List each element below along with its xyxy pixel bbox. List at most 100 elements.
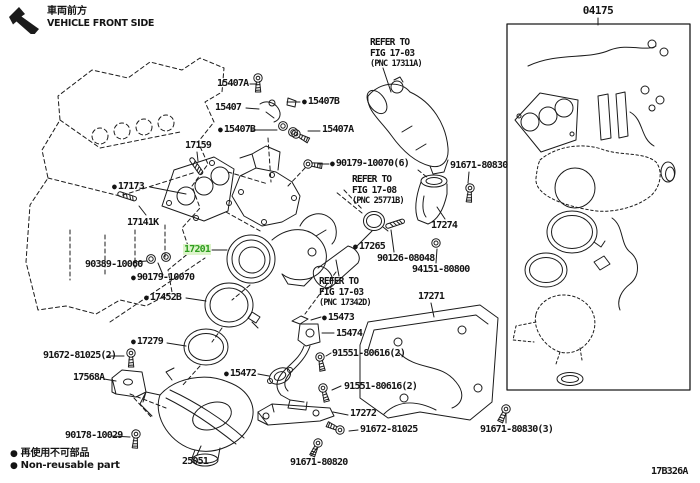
part-number-text: 17201 bbox=[183, 244, 212, 255]
clamp-ring-drawing bbox=[204, 282, 261, 329]
outlet-tube-drawing bbox=[312, 211, 406, 289]
gasket-kit-box bbox=[506, 23, 691, 391]
part-number-text: 91671-80820 bbox=[290, 457, 348, 468]
non-reusable-bullet: ● bbox=[224, 369, 229, 378]
part-number-text: 90389-10060 bbox=[85, 259, 143, 270]
part-label-91551-80616-2a[interactable]: 91551-80616(2) bbox=[332, 348, 406, 359]
label-leader-lines bbox=[103, 17, 599, 457]
non-reusable-bullet: ● bbox=[353, 242, 358, 251]
part-label-17201[interactable]: 17201 bbox=[183, 244, 212, 255]
vehicle-front-label-jp: 車両前方 bbox=[47, 6, 87, 17]
non-reusable-bullet: ● bbox=[302, 97, 307, 106]
part-label-15472[interactable]: ●15472 bbox=[224, 368, 257, 379]
part-label-91551-80616-2b[interactable]: 91551-80616(2) bbox=[344, 381, 418, 392]
part-label-94151-80800[interactable]: 94151-80800 bbox=[412, 264, 470, 275]
part-label-91671-80830[interactable]: 91671-80830 bbox=[450, 160, 508, 171]
part-label-15407B-left[interactable]: ●15407B bbox=[218, 124, 256, 135]
part-label-90179-10070-6[interactable]: ●90179-10070(6) bbox=[330, 158, 410, 169]
oring-drawing bbox=[183, 328, 229, 366]
part-number-text: 17173 bbox=[117, 181, 145, 192]
manifold-gasket-drawing bbox=[161, 156, 235, 222]
part-label-25051[interactable]: 25051 bbox=[182, 456, 209, 467]
non-reusable-bullet: ● bbox=[10, 449, 18, 459]
part-number-text: 17272 bbox=[350, 408, 377, 419]
part-label-04175[interactable]: 04175 bbox=[582, 4, 614, 17]
part-label-15407A-right[interactable]: 15407A bbox=[322, 124, 354, 135]
part-label-90389-10060[interactable]: 90389-10060 bbox=[85, 259, 143, 270]
part-number-text: 91551-80616(2) bbox=[344, 381, 418, 392]
refer-note-line: FIG 17-03 bbox=[370, 47, 415, 59]
pipe-bracket-drawing bbox=[267, 315, 321, 411]
non-reusable-bullet: ● bbox=[131, 337, 136, 346]
part-label-17274[interactable]: 17274 bbox=[431, 220, 458, 231]
part-number-text: 17279 bbox=[136, 336, 164, 347]
refer-note-line: (PNC 17342D) bbox=[319, 298, 372, 308]
non-reusable-legend: ●再使用不可部品 ●Non-reusable part bbox=[10, 448, 120, 472]
refer-note-line: REFER TO bbox=[370, 37, 410, 48]
part-label-91671-80830-3[interactable]: 91671-80830(3) bbox=[480, 424, 554, 435]
refer-note-line: (PNC 17311A) bbox=[370, 59, 423, 69]
part-label-17159[interactable]: 17159 bbox=[185, 140, 212, 151]
part-label-17272[interactable]: 17272 bbox=[350, 408, 377, 419]
refer-note-line: (PNC 25771B) bbox=[352, 196, 405, 206]
part-label-91672-81025-2[interactable]: 91672-81025(2) bbox=[43, 350, 117, 361]
part-label-91671-80820[interactable]: 91671-80820 bbox=[290, 457, 348, 468]
heat-shield-drawing bbox=[359, 304, 499, 421]
non-reusable-bullet: ● bbox=[330, 159, 335, 168]
refer-note-line: REFER TO bbox=[352, 174, 392, 185]
part-number-text: 90179-10070(6) bbox=[335, 158, 410, 169]
part-label-17279[interactable]: ●17279 bbox=[131, 336, 164, 347]
part-label-15407[interactable]: 15407 bbox=[215, 102, 242, 113]
part-number-text: 91671-80830(3) bbox=[480, 424, 554, 435]
part-number-text: 15407A bbox=[322, 124, 354, 135]
part-number-text: 15474 bbox=[336, 328, 363, 339]
part-label-15473[interactable]: ●15473 bbox=[322, 312, 355, 323]
part-label-15474[interactable]: 15474 bbox=[336, 328, 363, 339]
part-label-17568A[interactable]: 17568A bbox=[73, 372, 105, 383]
part-label-17173[interactable]: ●17173 bbox=[112, 181, 145, 192]
part-label-17271[interactable]: 17271 bbox=[418, 291, 445, 302]
non-reusable-bullet: ● bbox=[112, 182, 117, 191]
part-number-text: 15407 bbox=[215, 102, 242, 113]
legend-line-jp: ●再使用不可部品 bbox=[10, 448, 90, 459]
part-number-text: 17265 bbox=[358, 241, 386, 252]
part-number-text: 15473 bbox=[327, 312, 355, 323]
part-label-91672-81025[interactable]: 91672-81025 bbox=[360, 424, 418, 435]
part-label-17141K[interactable]: 17141K bbox=[127, 217, 159, 228]
non-reusable-bullet: ● bbox=[218, 125, 223, 134]
non-reusable-bullet: ● bbox=[10, 461, 18, 471]
legend-line-en: ●Non-reusable part bbox=[10, 460, 120, 471]
refer-note-line: FIG 17-03 bbox=[319, 286, 364, 298]
part-number-text: 90179-10070 bbox=[136, 272, 195, 283]
part-number-text: 17452B bbox=[149, 292, 182, 303]
part-number-text: 91672-81025(2) bbox=[43, 350, 117, 361]
non-reusable-bullet: ● bbox=[322, 313, 327, 322]
water-elbow-drawing bbox=[415, 174, 448, 248]
part-label-15407B-right[interactable]: ●15407B bbox=[302, 96, 340, 107]
part-number-text: 91671-80830 bbox=[450, 160, 508, 171]
part-number-text: 91672-81025 bbox=[360, 424, 418, 435]
vehicle-front-label-en: VEHICLE FRONT SIDE bbox=[47, 18, 155, 29]
part-number-text: 15407B bbox=[223, 124, 256, 135]
assembly-dashed-lines bbox=[109, 137, 429, 419]
part-label-17452B[interactable]: ●17452B bbox=[144, 292, 182, 303]
part-label-90179-10070[interactable]: ●90179-10070 bbox=[131, 272, 195, 283]
stay-bracket-drawing bbox=[257, 403, 335, 426]
refer-note-line: FIG 17-08 bbox=[352, 184, 397, 196]
part-number-text: 15472 bbox=[229, 368, 257, 379]
front-direction-arrow-icon bbox=[9, 7, 39, 34]
part-label-90178-10029[interactable]: 90178-10029 bbox=[65, 430, 123, 441]
part-number-text: 25051 bbox=[182, 456, 209, 467]
part-label-17265[interactable]: ●17265 bbox=[353, 241, 386, 252]
non-reusable-bullet: ● bbox=[144, 293, 149, 302]
part-label-90126-08048[interactable]: 90126-08048 bbox=[377, 253, 435, 264]
part-number-text: 90126-08048 bbox=[377, 253, 435, 264]
part-number-text: 17274 bbox=[431, 220, 458, 231]
support-bracket-drawing bbox=[111, 369, 147, 398]
part-label-15407A-top[interactable]: 15407A bbox=[217, 78, 249, 89]
vehicle-front-indicator: 車両前方 VEHICLE FRONT SIDE bbox=[8, 6, 154, 34]
